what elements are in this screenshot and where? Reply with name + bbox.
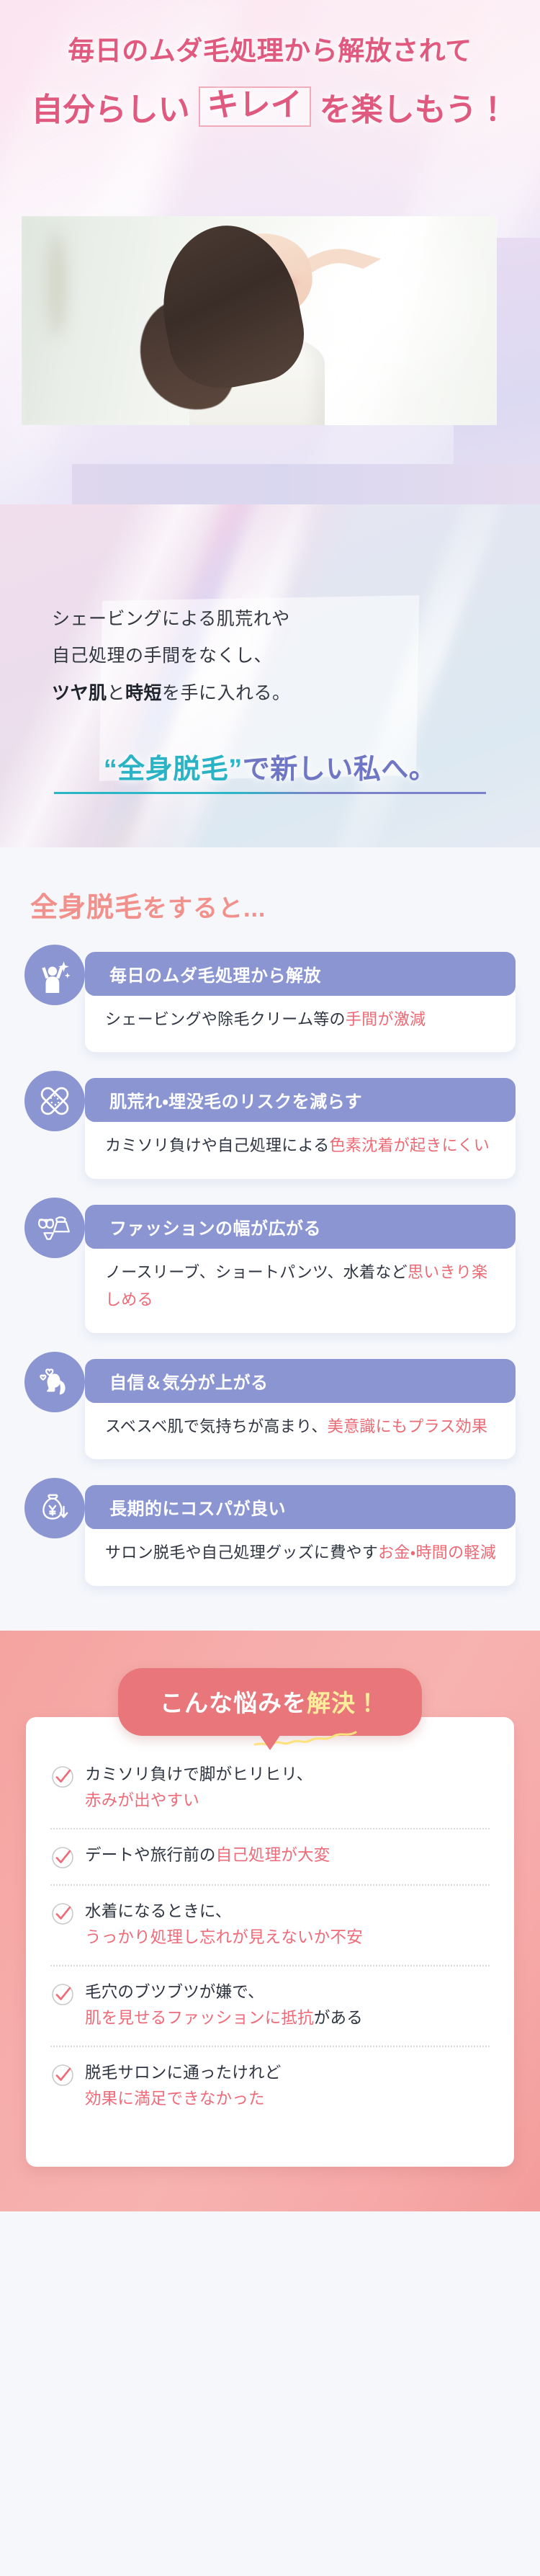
intro-copy-mid: と: [107, 682, 126, 703]
problems-section: こんな悩みを解決！ カミソリ負けで脚がヒリヒリ、 赤みが出やすい: [0, 1630, 540, 2211]
problems-bubble: こんな悩みを解決！: [118, 1667, 422, 1746]
hero-headline-line2: 自分らしい キレイ を楽しもう！: [0, 84, 540, 130]
hero-headline-emphasis-box: キレイ: [198, 86, 311, 127]
hero-headline-line1: 毎日のムダ毛処理から解放されて: [0, 29, 540, 68]
hero-photo: [22, 216, 497, 425]
problem-item: 水着になるときに、 うっかり処理し忘れが見えないか不安: [50, 1884, 490, 1965]
problem-item-text: 脱毛サロンに通ったけれど 効果に満足できなかった: [85, 2060, 281, 2112]
benefit-card: 自信＆気分が上がる スベスベ肌で気持ちが高まり、美意識にもプラス効果: [24, 1351, 516, 1460]
problem-item-highlight: うっかり処理し忘れが見えないか不安: [85, 1927, 363, 1946]
hero-frame-bottom: [72, 464, 540, 504]
money-bag-yen-down-icon: [24, 1478, 85, 1539]
benefit-card-body-plain: サロン脱毛や自己処理グッズに費やす: [105, 1543, 379, 1562]
benefit-card-body-highlight: 思いきり楽しめる: [105, 1262, 488, 1309]
intro-copy-bold-1: ツヤ肌: [52, 682, 107, 703]
benefit-card-list: 毎日のムダ毛処理から解放 シェービングや除毛クリーム等の手間が激減: [0, 944, 540, 1586]
problem-item-plain: 水着になるときに、: [85, 1902, 232, 1920]
benefit-card-body-highlight: 美意識にもプラス効果: [327, 1417, 488, 1435]
benefit-card-body-plain: カミソリ負けや自己処理による: [105, 1136, 330, 1155]
problem-item-text: 毛穴のブツブツが嫌で、 肌を見せるファッションに抵抗がある: [85, 1979, 363, 2031]
benefit-card-body: ノースリーブ、ショートパンツ、水着など思いきり楽しめる: [85, 1236, 516, 1333]
bandage-icon: [24, 1071, 85, 1132]
problem-item-plain: 毛穴のブツブツが嫌で、: [85, 1982, 264, 2001]
intro-copy-bold-2: 時短: [125, 682, 163, 703]
problem-item: 毛穴のブツブツが嫌で、 肌を見せるファッションに抵抗がある: [50, 1964, 490, 2046]
problem-item: デートや旅行前の自己処理が大変: [50, 1827, 490, 1884]
hero-headline-line1-text: 毎日のムダ毛処理から解放されて: [68, 36, 472, 66]
check-circle-icon: [52, 1983, 73, 2005]
intro-copy: シェービングによる肌荒れや 自己処理の手間をなくし、 ツヤ肌と時短を手に入れる。: [0, 556, 540, 712]
problem-item-text: デートや旅行前の自己処理が大変: [85, 1842, 330, 1868]
problem-item-plain: デートや旅行前の: [85, 1845, 216, 1864]
benefit-card-title: ファッションの幅が広がる: [85, 1204, 516, 1249]
benefits-section: 全身脱毛をすると... 毎日のムダ毛処理から解放 シェービ: [0, 847, 540, 1631]
intro-copy-line2: 自己処理の手間をなくし、: [52, 646, 273, 667]
hero-headline: 毎日のムダ毛処理から解放されて 自分らしい キレイ を楽しもう！: [0, 29, 540, 130]
benefit-card-title: 肌荒れ・埋没毛のリスクを減らす: [85, 1078, 516, 1123]
intro-copy-line3: ツヤ肌と時短を手に入れる。: [52, 675, 540, 712]
benefit-card-title: 毎日のムダ毛処理から解放: [85, 951, 516, 996]
benefit-card-body-highlight: 色素沈着が起きにくい: [329, 1136, 490, 1155]
problem-item: 脱毛サロンに通ったけれど 効果に満足できなかった: [50, 2045, 490, 2126]
problem-item: カミソリ負けで脚がヒリヒリ、 赤みが出やすい: [50, 1749, 490, 1828]
benefit-card-body-plain: シェービングや除毛クリーム等の: [105, 1010, 346, 1028]
problem-item-text: カミソリ負けで脚がヒリヒリ、 赤みが出やすい: [85, 1762, 312, 1814]
check-circle-icon: [52, 2064, 73, 2086]
problem-item-highlight: 自己処理が大変: [215, 1845, 330, 1864]
benefit-card: 毎日のムダ毛処理から解放 シェービングや除毛クリーム等の手間が激減: [24, 944, 516, 1053]
squiggle-underline-icon: [253, 1731, 357, 1746]
check-circle-icon: [52, 1902, 73, 1925]
person-cheering-sparkle-icon: [24, 944, 85, 1005]
problem-item-highlight: 肌を見せるファッションに抵抗: [85, 2008, 314, 2027]
intro-tagline-underline: [54, 791, 486, 794]
landing-page: 毎日のムダ毛処理から解放されて 自分らしい キレイ を楽しもう！: [0, 0, 540, 2211]
problems-card: カミソリ負けで脚がヒリヒリ、 赤みが出やすい デートや旅行前の自己処理が大変: [26, 1716, 514, 2167]
hero-headline-line2-pre: 自分らしい: [31, 92, 190, 128]
benefit-card-body-highlight: お金・時間の軽減: [378, 1543, 496, 1562]
benefits-heading-strong: 全身脱毛: [30, 892, 143, 923]
intro-tagline: “全身脱毛”で新しい私へ。: [104, 746, 437, 786]
intro-tagline-blue: で新しい私へ。: [242, 754, 437, 785]
benefit-card-title: 自信＆気分が上がる: [85, 1358, 516, 1403]
problem-item-tail: がある: [313, 2008, 363, 2027]
benefit-card: 長期的にコスパが良い サロン脱毛や自己処理グッズに費やすお金・時間の軽減: [24, 1478, 516, 1586]
intro-copy-tail: を手に入れる。: [162, 682, 291, 703]
swimwear-dress-icon: [24, 1197, 85, 1258]
problems-bubble-yellow: 解決！: [307, 1689, 380, 1716]
check-circle-icon: [52, 1846, 73, 1868]
benefits-heading-rest: をすると...: [143, 894, 266, 922]
benefit-card-title: 長期的にコスパが良い: [85, 1485, 516, 1530]
hero-headline-line2-post: を楽しもう！: [319, 92, 509, 128]
intro-tagline-wrap: “全身脱毛”で新しい私へ。: [0, 746, 540, 847]
problems-bubble-wrap: こんな悩みを解決！: [0, 1667, 540, 1746]
problem-item-highlight: 赤みが出やすい: [85, 1791, 199, 1809]
intro-copy-line1: シェービングによる肌荒れや: [52, 609, 290, 629]
benefits-heading: 全身脱毛をすると...: [0, 885, 540, 924]
intro-section: シェービングによる肌荒れや 自己処理の手間をなくし、 ツヤ肌と時短を手に入れる。…: [0, 504, 540, 847]
woman-profile-hearts-icon: [24, 1351, 85, 1412]
benefit-card-body-highlight: 手間が激減: [345, 1010, 426, 1028]
benefit-card: ファッションの幅が広がる ノースリーブ、ショートパンツ、水着など思いきり楽しめる: [24, 1197, 516, 1333]
hero-section: 毎日のムダ毛処理から解放されて 自分らしい キレイ を楽しもう！: [0, 0, 540, 504]
benefit-card: 肌荒れ・埋没毛のリスクを減らす カミソリ負けや自己処理による色素沈着が起きにくい: [24, 1071, 516, 1179]
benefit-card-body-plain: スベスベ肌で気持ちが高まり、: [105, 1417, 328, 1435]
intro-tagline-teal: “全身脱毛”: [103, 754, 243, 785]
problem-item-highlight: 効果に満足できなかった: [85, 2089, 265, 2108]
hero-photo-model: [127, 216, 381, 425]
problems-bubble-white: こんな悩みを: [160, 1689, 307, 1716]
problem-item-plain: カミソリ負けで脚がヒリヒリ、: [85, 1765, 313, 1783]
problem-item-text: 水着になるときに、 うっかり処理し忘れが見えないか不安: [85, 1899, 363, 1951]
check-circle-icon: [52, 1765, 73, 1788]
benefit-card-body-plain: ノースリーブ、ショートパンツ、水着など: [105, 1262, 408, 1281]
problem-item-plain: 脱毛サロンに通ったけれど: [85, 2063, 282, 2082]
